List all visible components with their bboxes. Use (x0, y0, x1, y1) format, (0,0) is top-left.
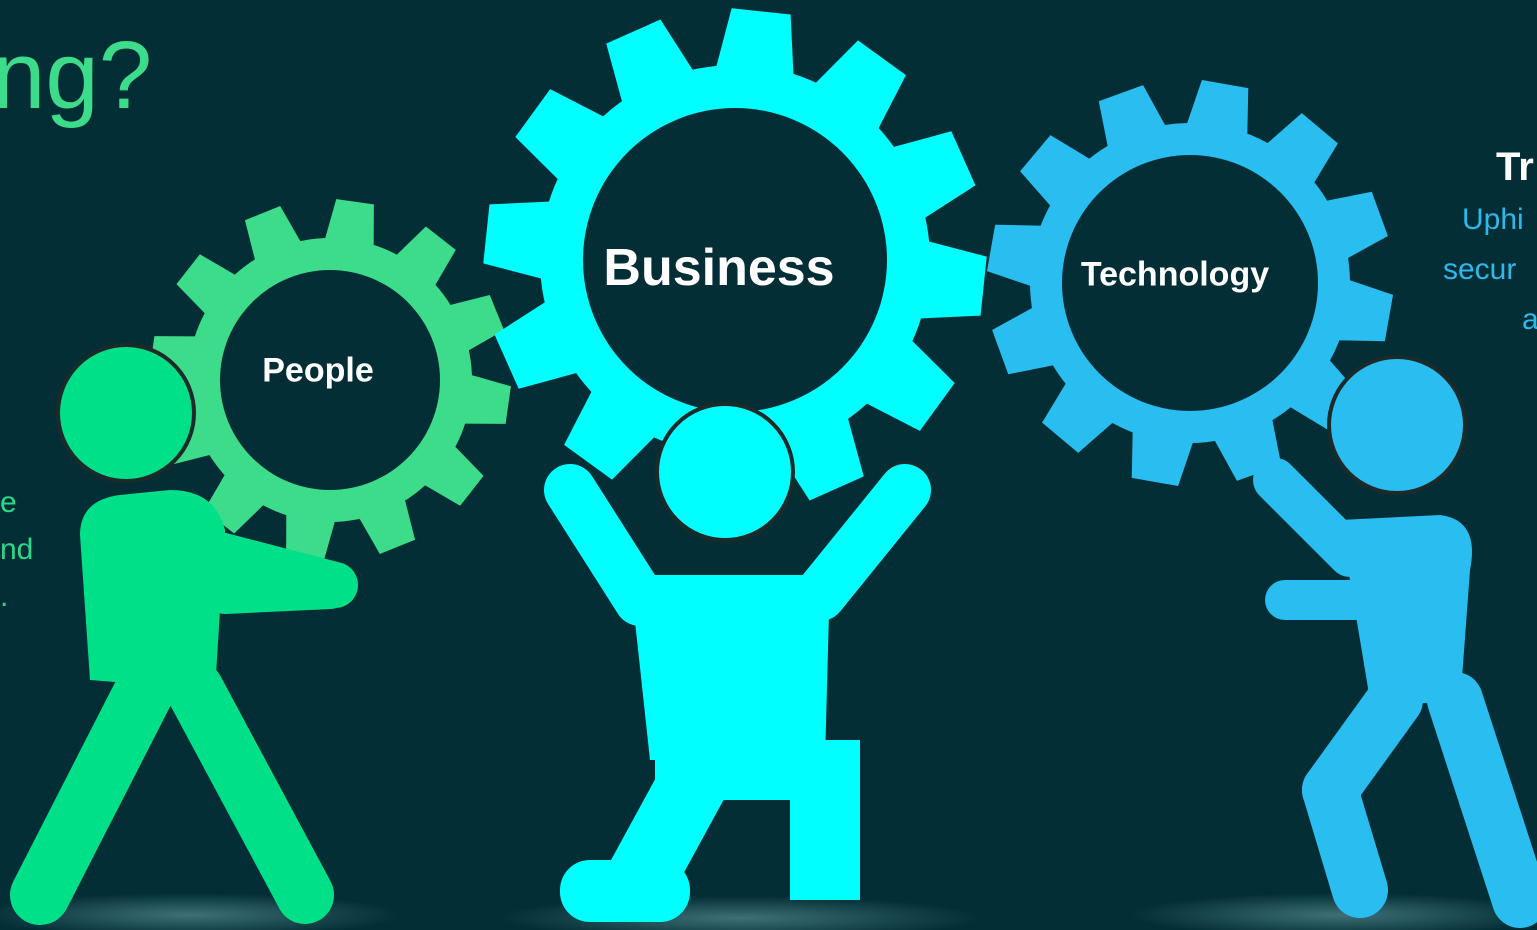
person-lifting-icon (544, 402, 932, 922)
slide-title-fragment: ng? (0, 22, 153, 129)
gear-icon (149, 199, 511, 561)
right-text-line-2: secur (1443, 253, 1517, 286)
gear-icon (986, 79, 1394, 487)
gear-icon (483, 8, 987, 512)
gear-label-technology: Technology (1080, 255, 1270, 294)
left-text-line-2: nd (0, 533, 34, 566)
person-pushing-icon (10, 343, 358, 925)
person-pushing-icon (1253, 355, 1537, 928)
floor-glow-right (1130, 893, 1537, 930)
right-text-line-1: Uphi (1462, 203, 1524, 236)
left-text-line-1: e (0, 486, 17, 519)
gear-label-people: People (262, 351, 374, 390)
right-text-line-3: a (1522, 303, 1537, 336)
gear-label-business: Business (603, 239, 835, 297)
right-heading-fragment: Tr (1496, 145, 1534, 189)
left-text-line-3: . (0, 580, 9, 613)
